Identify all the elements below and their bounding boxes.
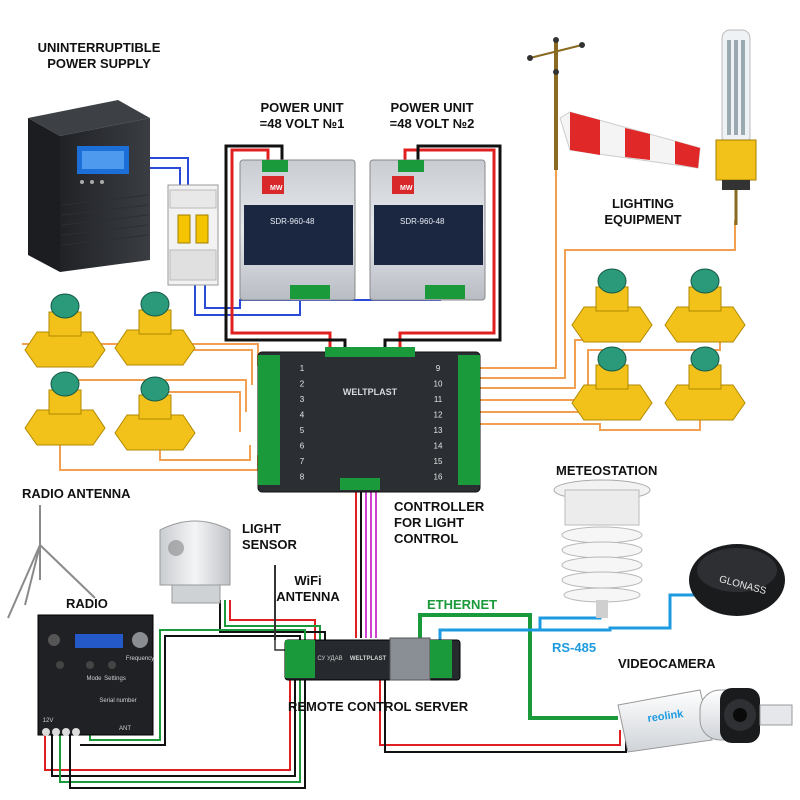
radio-ant-label: ANT: [119, 726, 131, 732]
radio-unit: [37, 614, 154, 736]
controller-channel-6: 6: [300, 442, 305, 451]
ethernet-cable: [418, 613, 618, 720]
radio-12v-label: 12V: [43, 718, 54, 724]
psu1-model: SDR-960-48: [270, 217, 315, 226]
approach-light-8: [664, 346, 746, 421]
dc-negative-psu1: [224, 144, 347, 352]
approach-lights: [24, 268, 746, 451]
ups-device: [28, 100, 150, 272]
controller-terminal-right: [458, 355, 480, 485]
videocamera: [617, 688, 793, 753]
radio-display: [75, 634, 123, 648]
remote-control-server: [284, 637, 461, 681]
controller-channel-3: 3: [300, 395, 305, 404]
meteostation-label: METEOSTATION: [556, 463, 658, 478]
controller-channel-13: 13: [434, 426, 443, 435]
controller-channel-10: 10: [434, 380, 443, 389]
server-model: СУ УДАВ: [317, 656, 342, 662]
ac-cable-ups-breaker: [150, 157, 189, 185]
psu1-brand: MW: [270, 185, 283, 192]
controller-channel-15: 15: [434, 457, 443, 466]
controller-channel-11: 11: [434, 395, 443, 404]
approach-light-3: [24, 371, 106, 446]
controller-terminal-left: [258, 355, 280, 485]
controller-brand: WELTPLAST: [343, 387, 398, 397]
circuit-breaker: [167, 184, 219, 286]
glonass-antenna: [689, 544, 785, 616]
windsock-mast: [527, 37, 701, 170]
approach-light-2: [114, 291, 196, 366]
approach-light-1: [24, 293, 106, 368]
radio-label: RADIO: [66, 596, 108, 611]
dc-negative-psu2: [383, 144, 502, 352]
dc-positive-psu1: [230, 148, 332, 352]
server-brand: WELTPLAST: [350, 656, 387, 662]
server-label: REMOTE CONTROL SERVER: [288, 699, 469, 714]
sensor-cable: [229, 600, 316, 640]
camera-power-cable: [379, 678, 621, 746]
radio-cable: [89, 629, 306, 741]
controller-channel-2: 2: [300, 380, 305, 389]
controller-channel-4: 4: [300, 411, 305, 420]
approach-light-5: [571, 268, 653, 343]
camera-brand: reolink: [647, 708, 685, 725]
rs485-label: RS-485: [552, 640, 597, 655]
approach-light-7: [571, 346, 653, 421]
approach-light-6: [664, 268, 746, 343]
light-cable-to-mast: [480, 125, 557, 369]
controller-channel-8: 8: [300, 473, 305, 482]
radio-antenna-label: RADIO ANTENNA: [22, 486, 131, 501]
power-unit-2-label: POWER UNIT=48 VOLT №2: [389, 100, 475, 131]
power-unit-1: [239, 159, 356, 301]
radio-mode-label: Mode: [86, 676, 102, 682]
radio-settings-label: Settings: [104, 676, 126, 682]
light-sensor: [159, 520, 231, 604]
ethernet-label: ETHERNET: [427, 597, 498, 612]
meteostation: [553, 479, 651, 618]
controller-channel-1: 1: [300, 364, 305, 373]
radio-serial-label: Serial number: [99, 698, 136, 704]
psu2-model: SDR-960-48: [400, 217, 445, 226]
windsock: [559, 111, 701, 169]
controller-channel-12: 12: [434, 411, 443, 420]
controller-channel-5: 5: [300, 426, 305, 435]
psu2-brand: MW: [400, 185, 413, 192]
controller-channel-16: 16: [434, 473, 443, 482]
obstruction-light: [715, 29, 757, 225]
radio-antenna: [7, 505, 96, 619]
videocamera-label: VIDEOCAMERA: [618, 656, 716, 671]
approach-light-4: [114, 376, 196, 451]
controller-channel-7: 7: [300, 457, 305, 466]
controller-channel-9: 9: [436, 364, 441, 373]
dc-positive-psu2: [398, 148, 496, 352]
power-unit-2: [369, 159, 486, 301]
controller-channel-14: 14: [434, 442, 443, 451]
rs485-cable: [438, 593, 700, 640]
radio-frequency-label: Frequency: [126, 656, 154, 662]
power-unit-1-label: POWER UNIT=48 VOLT №1: [259, 100, 345, 131]
